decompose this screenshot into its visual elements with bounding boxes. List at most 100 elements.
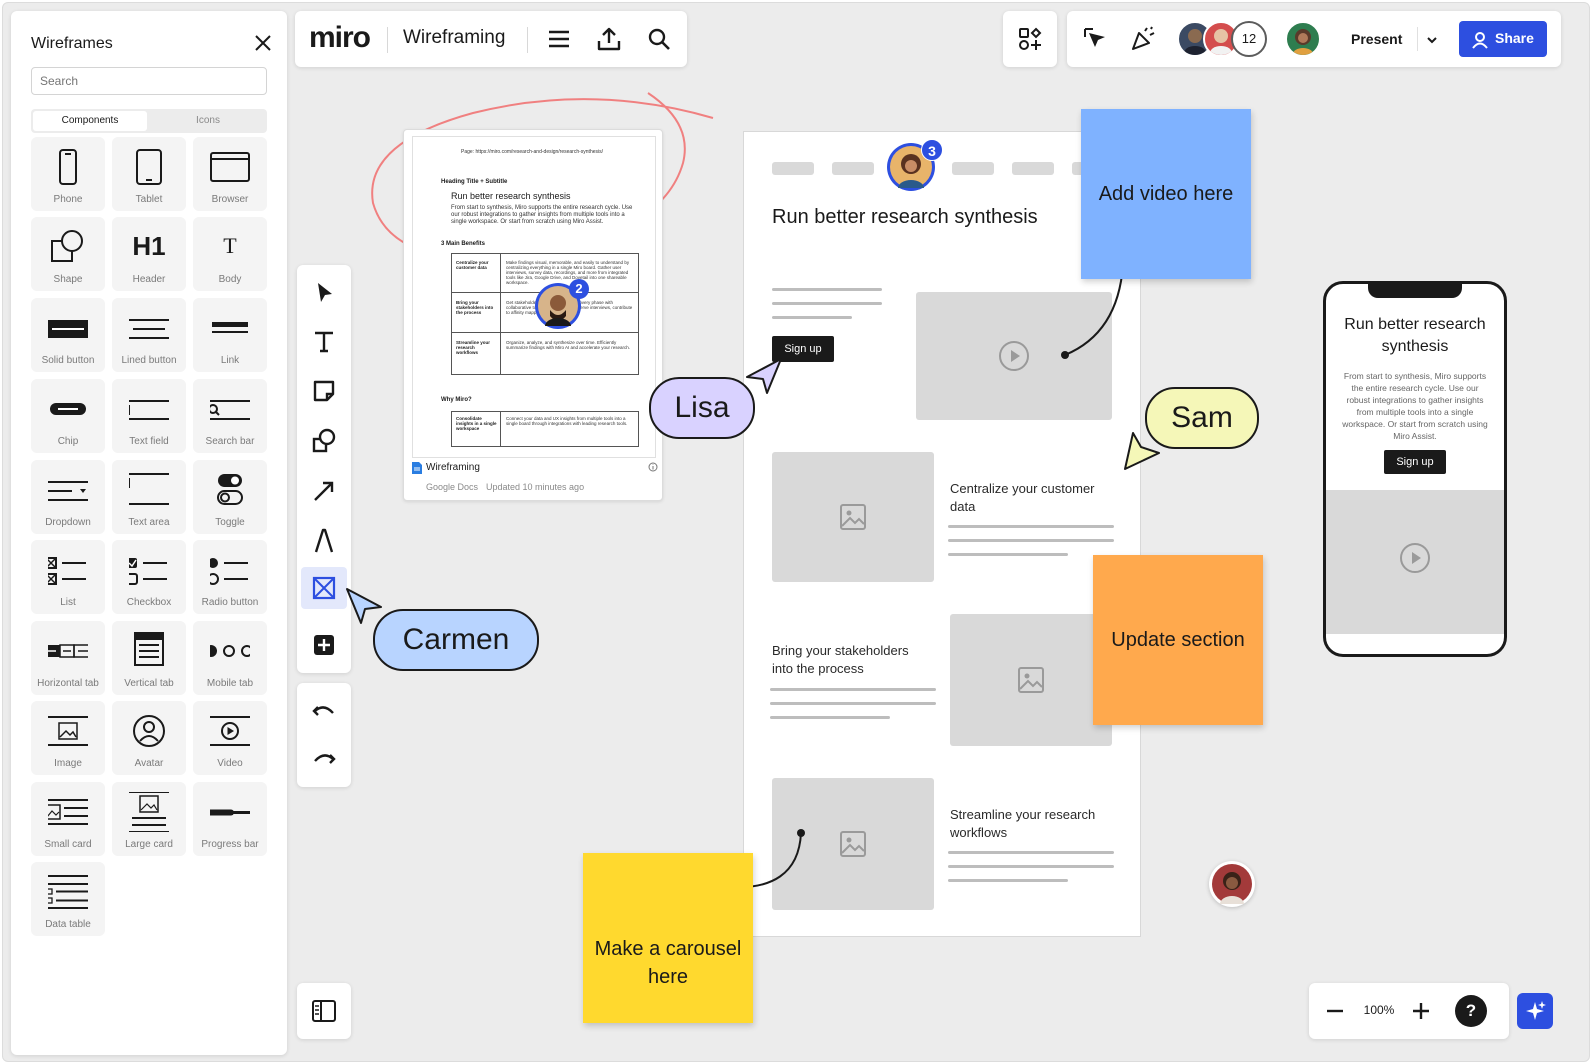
component-body[interactable]: T Body bbox=[193, 217, 267, 291]
table-cell: Bring your stakeholders into the process bbox=[456, 300, 494, 315]
nav-placeholder bbox=[772, 162, 814, 175]
present-button[interactable]: Present bbox=[1337, 23, 1445, 55]
component-solid-button[interactable]: Solid button bbox=[31, 298, 105, 372]
more-tools-icon[interactable] bbox=[308, 629, 340, 661]
large-card-icon bbox=[129, 792, 169, 832]
collaborator-count[interactable]: 12 bbox=[1231, 21, 1267, 57]
signup-button[interactable]: Sign up bbox=[772, 336, 834, 362]
wireframe-tool[interactable] bbox=[301, 567, 347, 609]
component-link[interactable]: Link bbox=[193, 298, 267, 372]
component-label: Checkbox bbox=[126, 597, 172, 608]
component-phone[interactable]: Phone bbox=[31, 137, 105, 211]
ai-assist-button[interactable] bbox=[1517, 993, 1553, 1029]
play-icon bbox=[999, 341, 1029, 371]
my-avatar[interactable] bbox=[1285, 21, 1321, 57]
export-icon[interactable] bbox=[595, 25, 623, 53]
person-avatar-icon bbox=[1210, 29, 1232, 55]
image-placeholder[interactable] bbox=[772, 452, 934, 582]
phone-video-placeholder[interactable] bbox=[1326, 490, 1504, 634]
help-icon[interactable]: ? bbox=[1455, 995, 1487, 1027]
board-title[interactable]: Wireframing bbox=[403, 27, 506, 48]
sticky-note[interactable]: Update section bbox=[1093, 555, 1263, 725]
component-toggle[interactable]: Toggle bbox=[193, 460, 267, 534]
zoom-controls: 100% ? bbox=[1309, 983, 1509, 1039]
sticky-note[interactable]: Add video here bbox=[1081, 109, 1251, 279]
sticky-note-tool-icon[interactable] bbox=[308, 375, 340, 407]
component-checkbox[interactable]: Checkbox bbox=[112, 540, 186, 614]
component-progress-bar[interactable]: Progress bar bbox=[193, 782, 267, 856]
zoom-level[interactable]: 100% bbox=[1363, 1003, 1395, 1017]
wireframe-frame[interactable]: Run better research synthesis Sign up Ce… bbox=[743, 131, 1141, 937]
component-header[interactable]: H1 Header bbox=[112, 217, 186, 291]
component-text-field[interactable]: Text field bbox=[112, 379, 186, 453]
share-button[interactable]: Share bbox=[1459, 21, 1547, 57]
component-radio-button[interactable]: Radio button bbox=[193, 540, 267, 614]
sticky-note[interactable]: Make a carousel here bbox=[583, 853, 753, 1023]
component-lined-button[interactable]: Lined button bbox=[112, 298, 186, 372]
component-vertical-tab[interactable]: Vertical tab bbox=[112, 621, 186, 695]
tab-icons[interactable]: Icons bbox=[196, 115, 220, 126]
cursor-follow-icon[interactable] bbox=[1081, 25, 1109, 53]
phone-signup-button[interactable]: Sign up bbox=[1384, 450, 1446, 474]
toggle-icon bbox=[217, 474, 243, 505]
component-label: Search bar bbox=[205, 436, 255, 447]
zoom-out-icon[interactable] bbox=[1323, 999, 1347, 1023]
apps-icon bbox=[1019, 27, 1042, 50]
pen-tool-icon[interactable] bbox=[308, 525, 340, 557]
component-video[interactable]: Video bbox=[193, 701, 267, 775]
hand-drawn-circle[interactable] bbox=[353, 83, 733, 283]
component-label: Shape bbox=[53, 274, 83, 285]
collaborator-avatar[interactable] bbox=[1209, 861, 1255, 912]
play-icon bbox=[1400, 543, 1430, 573]
zoom-in-icon[interactable] bbox=[1409, 999, 1433, 1023]
component-label: Dropdown bbox=[45, 517, 91, 528]
comment-avatar[interactable] bbox=[535, 283, 581, 334]
menu-icon[interactable] bbox=[545, 25, 573, 53]
image-icon bbox=[48, 716, 88, 746]
info-icon[interactable] bbox=[648, 462, 658, 472]
chevron-down-icon[interactable] bbox=[1425, 33, 1439, 47]
apps-button[interactable] bbox=[1003, 11, 1057, 67]
shape-icon bbox=[51, 230, 83, 262]
component-small-card[interactable]: Small card bbox=[31, 782, 105, 856]
redo-icon[interactable] bbox=[308, 743, 340, 775]
component-dropdown[interactable]: Dropdown bbox=[31, 460, 105, 534]
component-list[interactable]: List bbox=[31, 540, 105, 614]
image-placeholder[interactable] bbox=[772, 778, 934, 910]
component-tablet[interactable]: Tablet bbox=[112, 137, 186, 211]
close-icon[interactable] bbox=[251, 31, 275, 55]
avatar-icon bbox=[133, 715, 165, 747]
checkbox-icon bbox=[129, 558, 167, 585]
component-chip[interactable]: Chip bbox=[31, 379, 105, 453]
search-icon[interactable] bbox=[645, 25, 673, 53]
video-placeholder[interactable] bbox=[916, 292, 1112, 420]
google-doc-card[interactable]: Page: https://miro.com/research-and-desi… bbox=[403, 129, 663, 501]
search-input[interactable] bbox=[31, 67, 267, 95]
panel-toggle-button[interactable] bbox=[297, 983, 351, 1039]
celebrate-icon[interactable] bbox=[1129, 25, 1157, 53]
miro-logo[interactable]: miro bbox=[309, 21, 371, 54]
component-large-card[interactable]: Large card bbox=[112, 782, 186, 856]
component-search-bar[interactable]: Search bar bbox=[193, 379, 267, 453]
text-placeholder bbox=[772, 302, 882, 305]
component-browser[interactable]: Browser bbox=[193, 137, 267, 211]
component-image[interactable]: Image bbox=[31, 701, 105, 775]
phone-wireframe[interactable]: Run better research synthesis From start… bbox=[1323, 281, 1507, 657]
comment-avatar[interactable] bbox=[887, 143, 935, 196]
shapes-tool-icon[interactable] bbox=[308, 425, 340, 457]
image-placeholder[interactable] bbox=[950, 614, 1112, 746]
undo-icon[interactable] bbox=[308, 695, 340, 727]
select-tool-icon[interactable] bbox=[308, 277, 340, 309]
component-text-area[interactable]: Text area bbox=[112, 460, 186, 534]
component-avatar[interactable]: Avatar bbox=[112, 701, 186, 775]
collaborator-avatar[interactable] bbox=[1203, 21, 1239, 57]
component-data-table[interactable]: Data table bbox=[31, 862, 105, 936]
tab-components[interactable]: Components bbox=[33, 111, 147, 131]
text-tool-icon[interactable] bbox=[308, 325, 340, 357]
component-label: Solid button bbox=[41, 355, 95, 366]
component-mobile-tab[interactable]: Mobile tab bbox=[193, 621, 267, 695]
component-horizontal-tab[interactable]: Horizontal tab bbox=[31, 621, 105, 695]
component-shape[interactable]: Shape bbox=[31, 217, 105, 291]
connector-tool-icon[interactable] bbox=[308, 475, 340, 507]
